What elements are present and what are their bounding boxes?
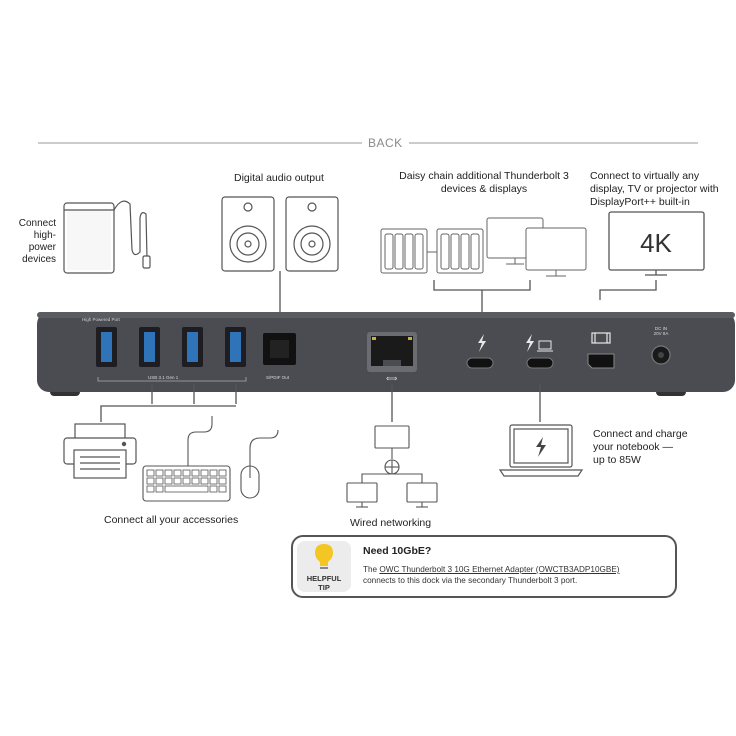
caption-accessories: Connect all your accessories <box>104 514 239 526</box>
connector-lines <box>100 384 541 422</box>
back-label: BACK <box>362 136 409 150</box>
caption-high-power-line2: high-power <box>28 230 56 253</box>
label-ethernet: ⟺ <box>386 374 398 383</box>
caption-daisy-chain-line2: devices & displays <box>440 183 528 195</box>
keyboard-icon <box>142 416 231 502</box>
tip-badge: HELPFUL TIP <box>297 541 351 592</box>
label-dc-in-line2: 20V 8A <box>653 331 669 336</box>
hard-drive-icon <box>63 200 151 274</box>
tip-title: Need 10GbE? <box>363 545 432 557</box>
label-high-powered-port: High Powered Port <box>82 317 120 322</box>
label-dc-in: DC IN 20V 8A <box>652 326 670 336</box>
caption-networking: Wired networking <box>350 517 432 529</box>
label-spdif: S/PDIF Out <box>266 375 290 380</box>
caption-display-line2: display, TV or projector with <box>590 183 719 195</box>
caption-high-power: Connect high-power devices <box>8 218 56 266</box>
spdif-port <box>263 333 296 365</box>
caption-display: Connect to virtually any display, TV or … <box>590 170 726 209</box>
caption-display-line3: DisplayPort++ built-in <box>590 196 690 208</box>
caption-daisy-chain-line1: Daisy chain additional Thunderbolt 3 <box>399 170 569 182</box>
display-icon <box>486 217 587 277</box>
mouse-icon <box>240 429 279 499</box>
dc-in-port <box>651 345 671 365</box>
tip-body-rest: connects to this dock via the secondary … <box>363 576 578 585</box>
printer-icon <box>63 423 137 479</box>
caption-notebook: Connect and charge your notebook — up to… <box>593 428 703 467</box>
thunderbolt-ports <box>466 334 554 369</box>
helpful-tip-box: HELPFUL TIP Need 10GbE? The OWC Thunderb… <box>291 535 677 598</box>
tip-body-prefix: The <box>363 565 380 574</box>
label-usb: USB 3.1 Gen 1 <box>148 375 179 380</box>
speaker-icon <box>221 196 339 272</box>
caption-notebook-line2: your notebook — <box>593 441 673 453</box>
raid-enclosure-icon <box>380 228 484 274</box>
laptop-icon <box>498 424 584 477</box>
caption-notebook-line1: Connect and charge <box>593 428 688 440</box>
monitor-4k <box>608 211 705 276</box>
label-dc-in-line1: DC IN <box>654 326 668 331</box>
ethernet-port <box>367 332 417 372</box>
lightbulb-icon <box>315 544 333 569</box>
caption-high-power-line1: Connect <box>18 218 56 229</box>
tip-adapter-link[interactable]: OWC Thunderbolt 3 10G Ethernet Adapter (… <box>379 565 620 574</box>
caption-audio: Digital audio output <box>234 172 324 184</box>
tip-label-line1: HELPFUL <box>306 574 342 583</box>
monitor-4k-label: 4K <box>640 228 672 258</box>
displayport-icon <box>587 332 615 369</box>
caption-notebook-line3: up to 85W <box>593 454 641 466</box>
network-icon <box>346 425 438 508</box>
caption-high-power-line3: devices <box>22 254 56 265</box>
caption-daisy-chain: Daisy chain additional Thunderbolt 3 dev… <box>395 170 573 196</box>
tip-body: The OWC Thunderbolt 3 10G Ethernet Adapt… <box>363 564 673 586</box>
caption-display-line1: Connect to virtually any <box>590 170 700 182</box>
usb-ports <box>96 327 247 382</box>
tip-label-line2: TIP <box>318 583 330 592</box>
